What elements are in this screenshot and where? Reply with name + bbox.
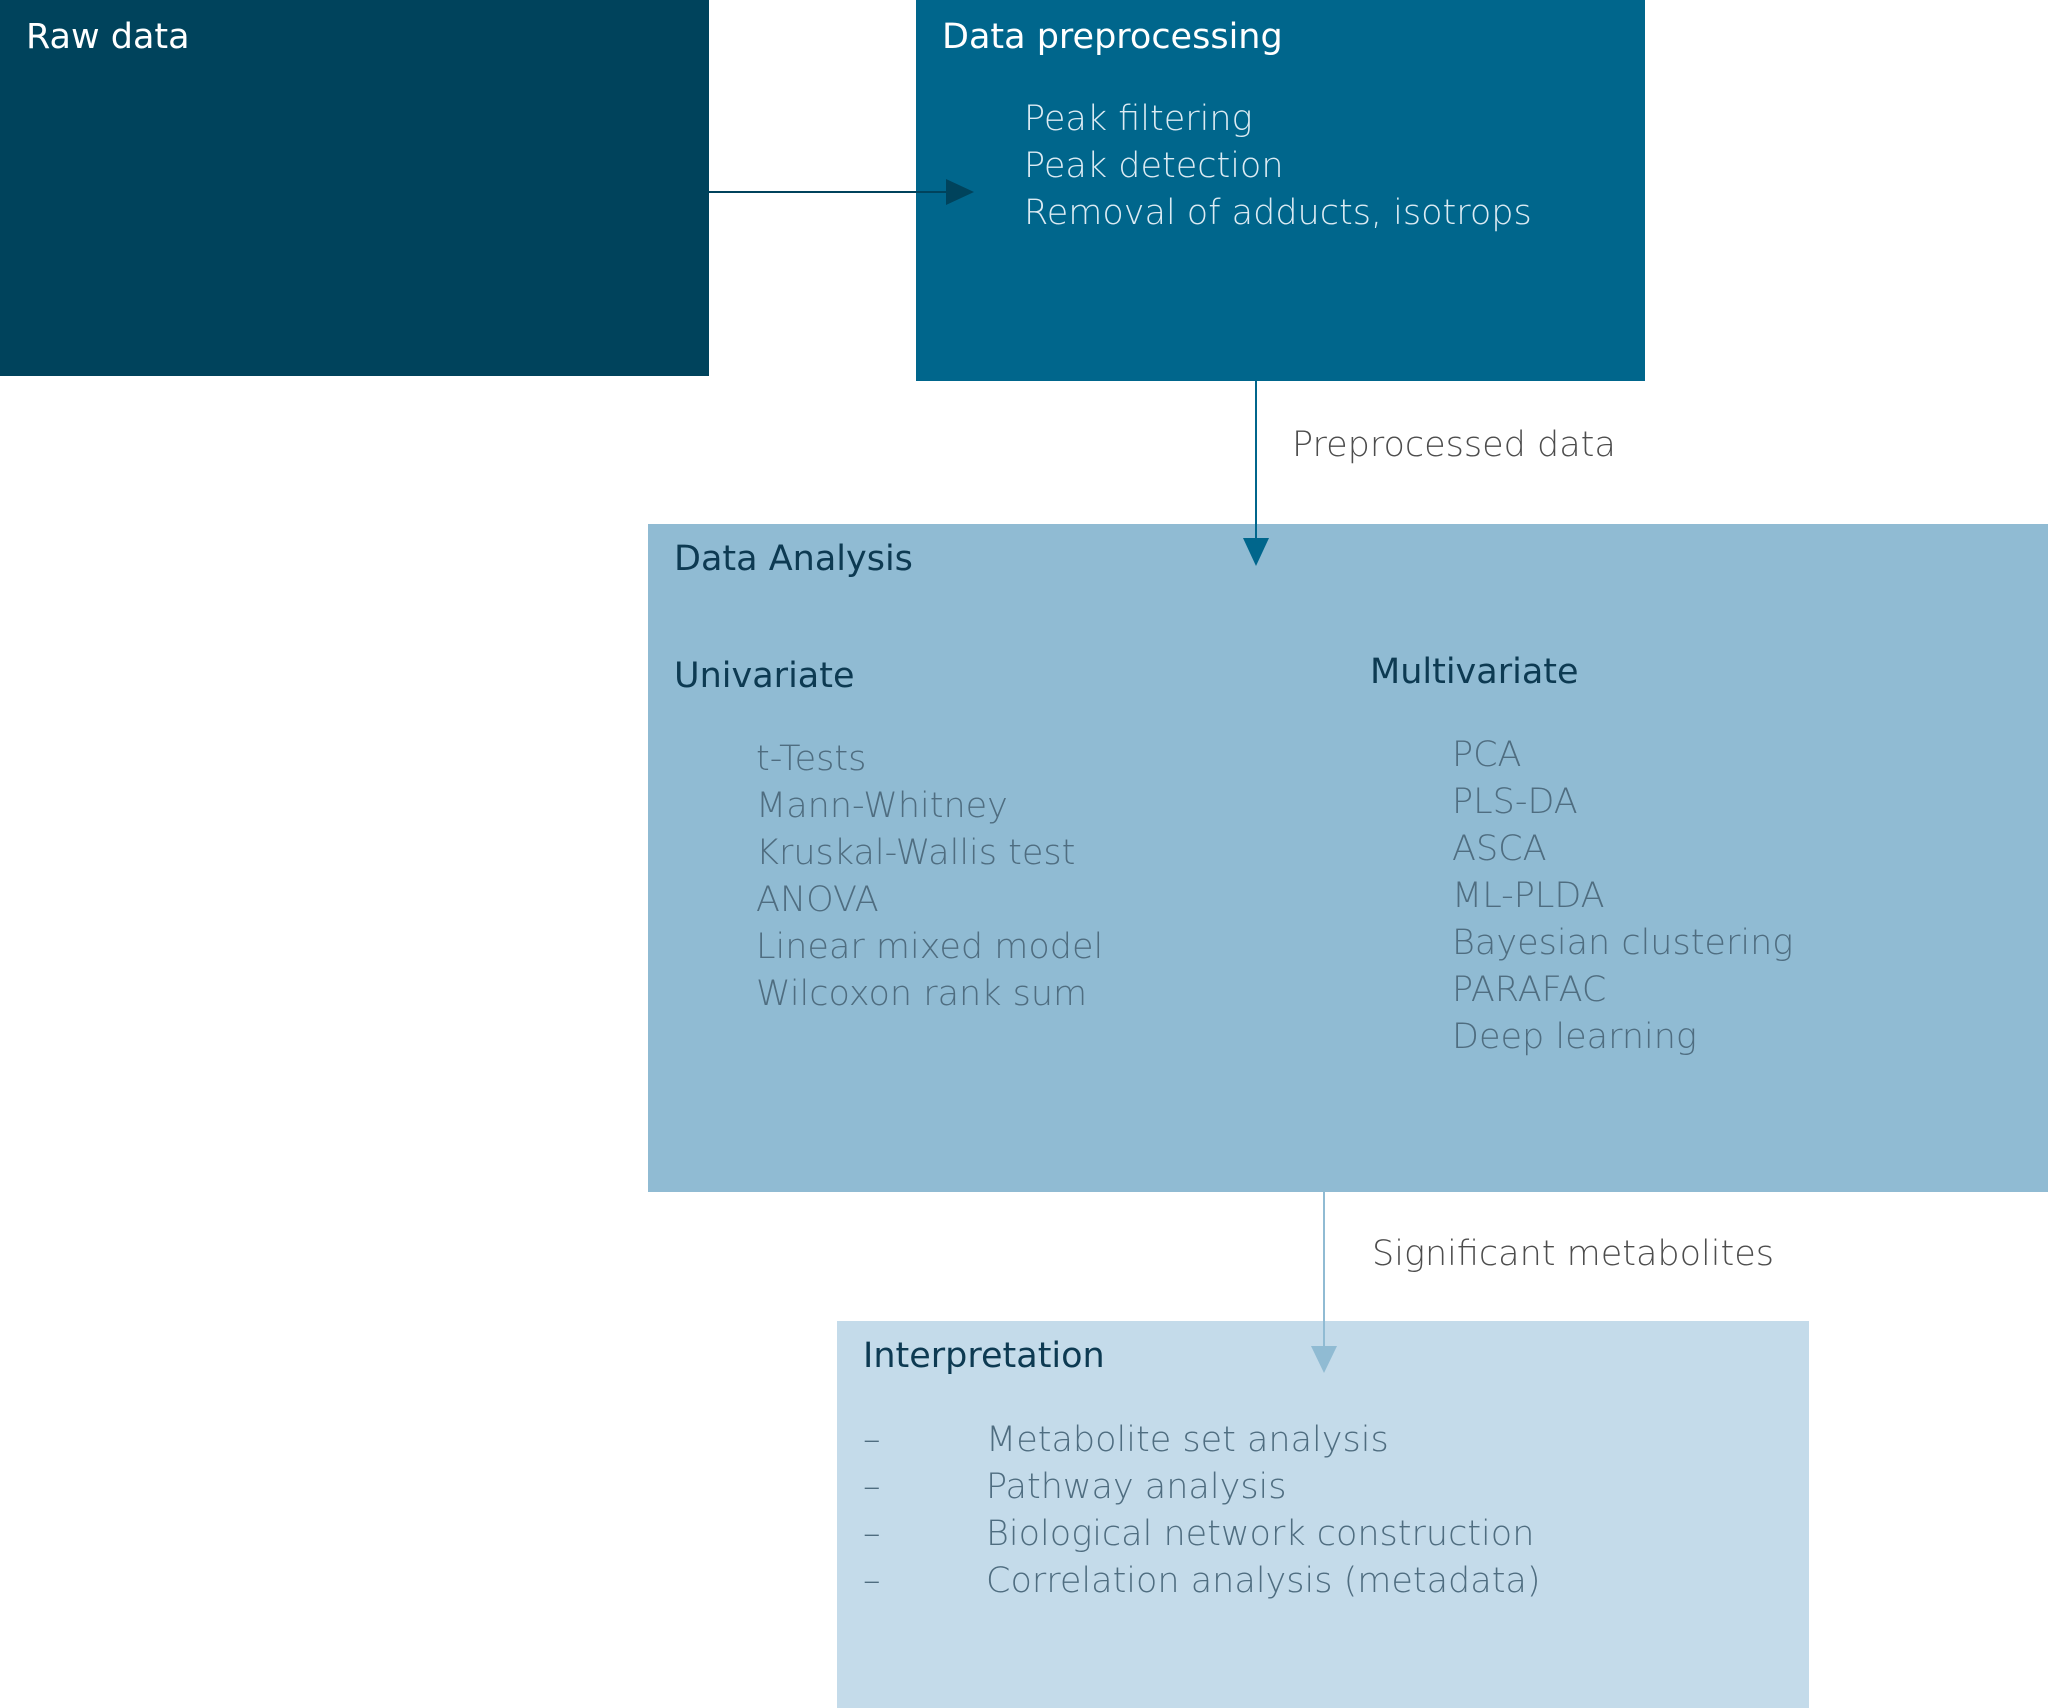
edge-label-significant: Significant metabolites xyxy=(1372,1234,1774,1274)
bullet-dash: – xyxy=(863,1467,881,1507)
univariate-item: t-Tests xyxy=(756,739,867,779)
multivariate-item: Bayesian clustering xyxy=(1452,923,1794,963)
arrowhead-raw-to-preprocessing xyxy=(946,179,974,205)
univariate-item: Wilcoxon rank sum xyxy=(756,974,1088,1014)
interpretation-item: Correlation analysis (metadata) xyxy=(986,1561,1541,1601)
preprocessing-item: Peak detection xyxy=(1024,146,1284,186)
interpretation-title: Interpretation xyxy=(863,1336,1105,1376)
preprocessing-box: Data preprocessing Peak filtering Peak d… xyxy=(916,0,1645,381)
bullet-dash: – xyxy=(863,1420,881,1460)
multivariate-item: Deep learning xyxy=(1452,1017,1697,1057)
univariate-item: Mann-Whitney xyxy=(756,786,1008,826)
bullet-dash: – xyxy=(863,1514,881,1554)
arrowhead-analysis-to-interpretation xyxy=(1311,1346,1337,1373)
univariate-item: ANOVA xyxy=(756,880,879,920)
preprocessing-title: Data preprocessing xyxy=(942,17,1283,57)
raw-data-box: Raw data xyxy=(0,0,709,376)
univariate-title: Univariate xyxy=(674,656,855,696)
multivariate-title: Multivariate xyxy=(1370,652,1579,692)
preprocessing-item: Removal of adducts, isotrops xyxy=(1024,193,1532,233)
univariate-item: Kruskal-Wallis test xyxy=(756,833,1076,873)
raw-data-title: Raw data xyxy=(26,17,190,57)
multivariate-item: PLS-DA xyxy=(1452,782,1578,822)
analysis-title: Data Analysis xyxy=(674,539,913,579)
edge-label-preprocessed: Preprocessed data xyxy=(1292,425,1616,465)
preprocessing-item: Peak filtering xyxy=(1024,99,1253,139)
analysis-box: Data Analysis Univariate t-Tests Mann-Wh… xyxy=(648,524,2048,1192)
univariate-item: Linear mixed model xyxy=(756,927,1104,967)
bullet-dash: – xyxy=(863,1561,881,1601)
interpretation-box: Interpretation – Metabolite set analysis… xyxy=(837,1321,1809,1708)
multivariate-item: ML-PLDA xyxy=(1452,876,1605,916)
interpretation-item: Biological network construction xyxy=(986,1514,1535,1554)
multivariate-item: ASCA xyxy=(1452,829,1547,869)
multivariate-item: PARAFAC xyxy=(1452,970,1607,1010)
multivariate-item: PCA xyxy=(1452,735,1522,775)
interpretation-item: Pathway analysis xyxy=(986,1467,1287,1507)
interpretation-item: Metabolite set analysis xyxy=(986,1420,1389,1460)
arrowhead-preprocessing-to-analysis xyxy=(1243,538,1269,566)
